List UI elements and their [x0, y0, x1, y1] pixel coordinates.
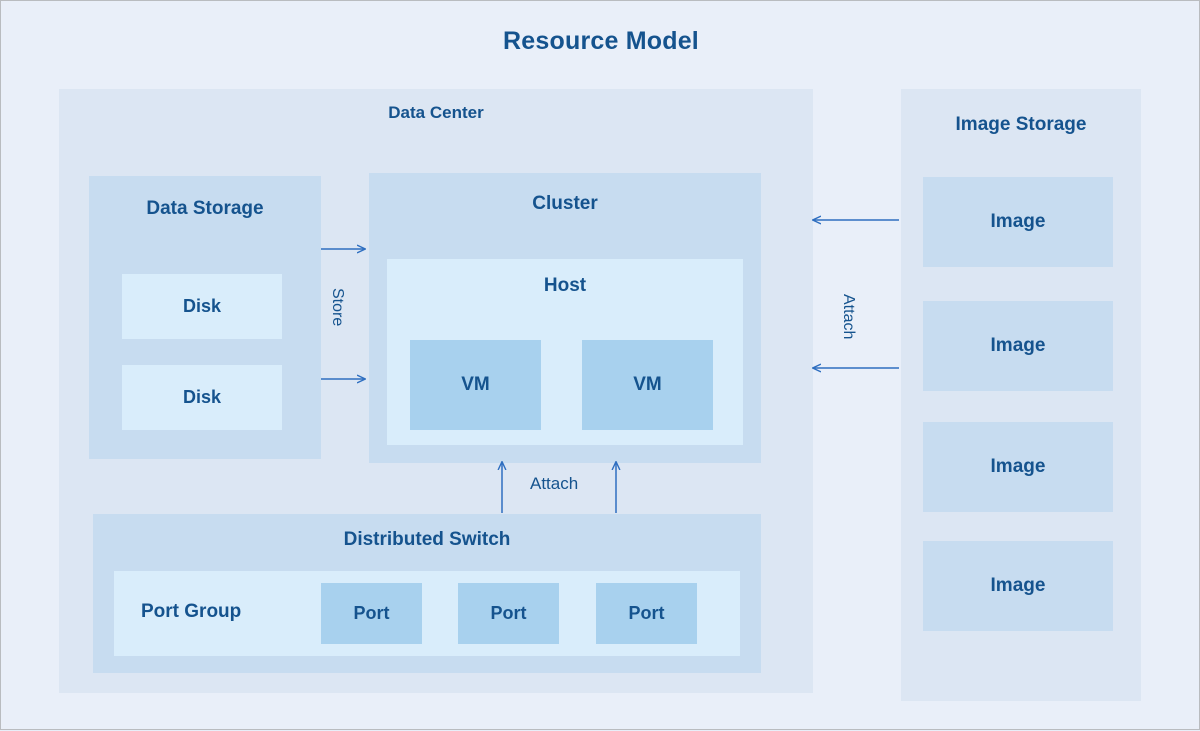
- image-box: Image: [923, 541, 1113, 631]
- image-box: Image: [923, 301, 1113, 391]
- port-box: Port: [321, 583, 422, 644]
- host-label: Host: [543, 275, 587, 296]
- image-box: Image: [923, 177, 1113, 267]
- distributed-switch-label: Distributed Switch: [343, 529, 511, 550]
- image-storage-label: Image Storage: [955, 114, 1087, 135]
- data-storage-label: Data Storage: [146, 198, 264, 219]
- vm-box: VM: [582, 340, 713, 430]
- port-box: Port: [458, 583, 559, 644]
- page-title: Resource Model: [503, 27, 699, 55]
- port-box: Port: [596, 583, 697, 644]
- disk-box: Disk: [122, 274, 282, 339]
- vm-box: VM: [410, 340, 541, 430]
- store-connector-label: Store: [329, 288, 346, 327]
- disk-box: Disk: [122, 365, 282, 430]
- data-center-label: Data Center: [388, 103, 484, 122]
- port-group-label: Port Group: [141, 601, 242, 622]
- attach-image-connector-label: Attach: [840, 294, 857, 340]
- cluster-label: Cluster: [532, 193, 598, 214]
- attach-switch-connector-label: Attach: [530, 474, 579, 493]
- image-box: Image: [923, 422, 1113, 512]
